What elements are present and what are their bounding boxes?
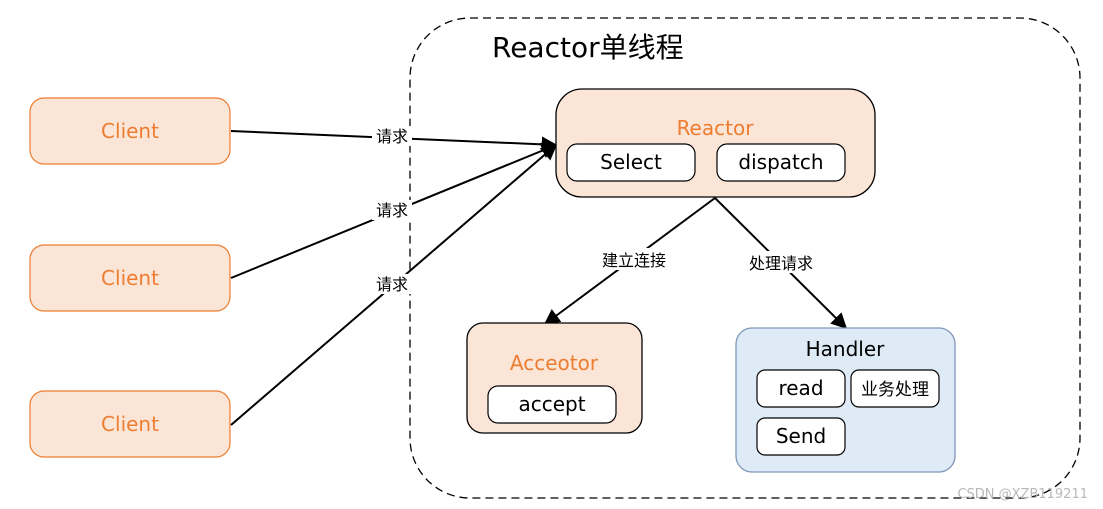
reactor-box: Reactor Select dispatch bbox=[555, 88, 876, 198]
request-label: 请求 bbox=[376, 275, 408, 294]
acceptor-box: Acceotor accept bbox=[466, 322, 643, 434]
reactor-title: Reactor bbox=[677, 116, 755, 140]
client-label: Client bbox=[101, 412, 159, 436]
connect-label: 建立连接 bbox=[602, 251, 666, 270]
client-label: Client bbox=[101, 266, 159, 290]
client-box-2: Client bbox=[29, 244, 231, 312]
watermark: CSDN @XZB119211 bbox=[957, 487, 1088, 502]
handler-box: Handler read 业务处理 Send bbox=[735, 327, 956, 473]
read-label: read bbox=[778, 376, 823, 400]
business-box bbox=[850, 369, 940, 408]
handler-title: Handler bbox=[806, 337, 886, 361]
single-thread-container bbox=[409, 17, 1081, 499]
client-box-3: Client bbox=[29, 390, 231, 458]
send-box bbox=[756, 417, 846, 456]
dispatch-label: dispatch bbox=[738, 150, 823, 174]
handle-label: 处理请求 bbox=[749, 254, 813, 273]
business-label: 业务处理 bbox=[861, 380, 929, 400]
read-box bbox=[756, 369, 846, 408]
accept-box bbox=[487, 385, 617, 424]
request-label: 请求 bbox=[376, 127, 408, 146]
accept-label: accept bbox=[518, 392, 585, 416]
client-label: Client bbox=[101, 119, 159, 143]
request-label: 请求 bbox=[376, 201, 408, 220]
diagram-title: Reactor单线程 bbox=[492, 31, 684, 64]
dispatch-box bbox=[716, 143, 846, 182]
client-box-1: Client bbox=[29, 97, 231, 165]
acceptor-title: Acceotor bbox=[510, 351, 599, 375]
send-label: Send bbox=[776, 424, 826, 448]
select-label: Select bbox=[600, 150, 662, 174]
select-box bbox=[566, 143, 696, 182]
